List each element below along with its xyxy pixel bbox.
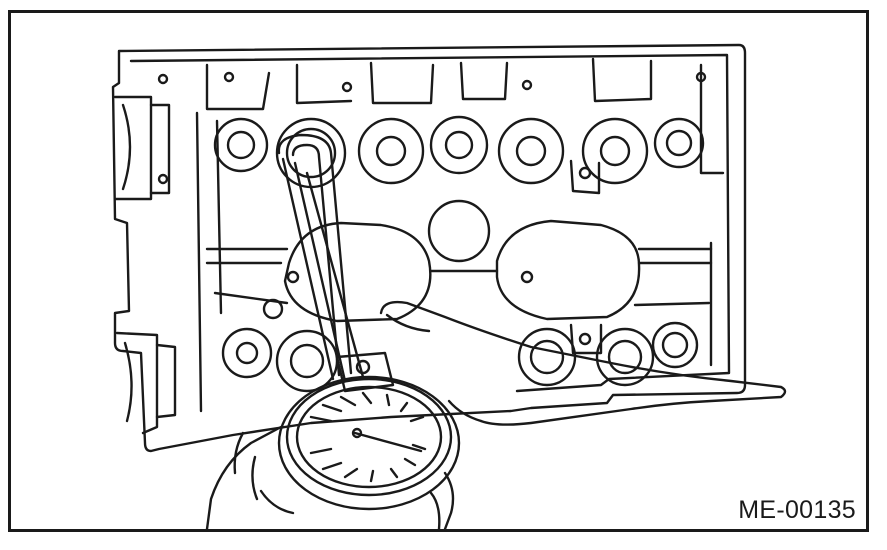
hand	[205, 300, 787, 529]
figure-frame: ME-00135	[8, 10, 869, 532]
dial-bore-gauge	[277, 133, 461, 511]
cylinder-head-measurement-illustration	[111, 43, 787, 529]
figure-code: ME-00135	[738, 496, 856, 524]
cylinder-head	[111, 43, 747, 453]
